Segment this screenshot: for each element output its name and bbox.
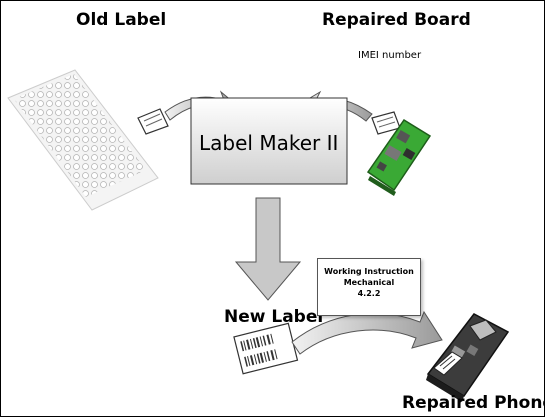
arrow-down-to-new-label	[234, 197, 302, 301]
label-maker-box	[190, 97, 348, 185]
repaired-board-title: Repaired Board	[322, 10, 471, 30]
new-label-barcode	[233, 322, 299, 375]
instruction-line-3: 4.2.2	[357, 289, 381, 298]
new-label-title: New Label	[224, 307, 324, 327]
label-maker-title: Label Maker II	[199, 131, 339, 155]
imei-sticker	[371, 111, 401, 135]
repaired-board	[366, 118, 432, 196]
instruction-line-2: Mechanical	[343, 278, 395, 287]
instruction-line-1: Working Instruction	[324, 267, 414, 276]
old-label-sheet	[7, 69, 159, 211]
repaired-phone-title: Repaired Phone	[402, 393, 545, 413]
repaired-phone	[426, 313, 510, 402]
peeled-label	[137, 108, 169, 135]
working-instruction-card: Working Instruction Mechanical 4.2.2	[317, 258, 421, 316]
imei-number-label: IMEI number	[358, 50, 422, 61]
old-label-title: Old Label	[76, 10, 167, 30]
arrow-new-label-to-phone	[291, 310, 443, 355]
